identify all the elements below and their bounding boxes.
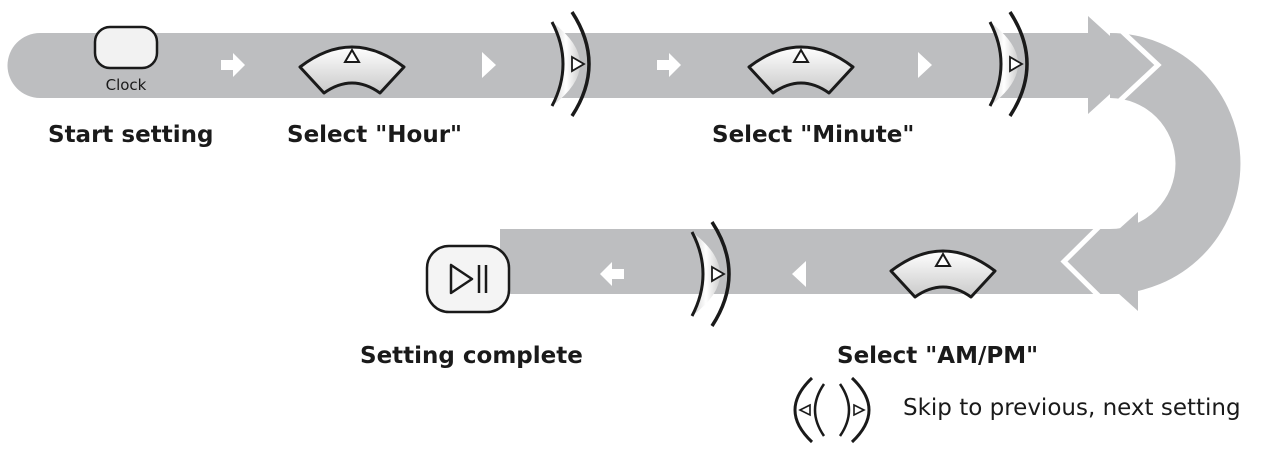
clock-button-label: Clock (106, 76, 147, 94)
next-bracket-icon[interactable] (690, 221, 731, 327)
up-arc-button-icon[interactable] (298, 45, 406, 95)
play-pause-button-icon[interactable] (425, 244, 511, 314)
flow-track (7, 16, 1241, 311)
step-label-ampm: Select "AM/PM" (837, 343, 1039, 369)
next-bracket-icon[interactable] (550, 11, 591, 117)
up-arc-button-icon[interactable] (889, 249, 997, 299)
step-label-hour: Select "Hour" (287, 122, 463, 148)
flow-arrow-2 (657, 53, 681, 77)
step-label-start: Start setting (48, 122, 214, 148)
flow-arrowhead-edge-bottom (1060, 212, 1114, 311)
legend-text: Skip to previous, next setting (903, 395, 1241, 421)
flow-triangle-1 (482, 52, 496, 78)
flow-arrowhead-edge (1110, 20, 1162, 110)
step-label-minute: Select "Minute" (712, 122, 915, 148)
step-label-complete: Setting complete (360, 343, 583, 369)
flow-triangle-back (792, 261, 806, 287)
up-arc-button-icon[interactable] (747, 45, 855, 95)
next-bracket-icon (838, 376, 871, 444)
flow-arrow-back (600, 262, 624, 286)
next-bracket-icon[interactable] (988, 11, 1029, 117)
flow-triangle-2 (918, 52, 932, 78)
clock-button[interactable]: Clock (93, 25, 159, 94)
flow-arrow-1 (221, 53, 245, 77)
previous-bracket-icon (793, 376, 826, 444)
